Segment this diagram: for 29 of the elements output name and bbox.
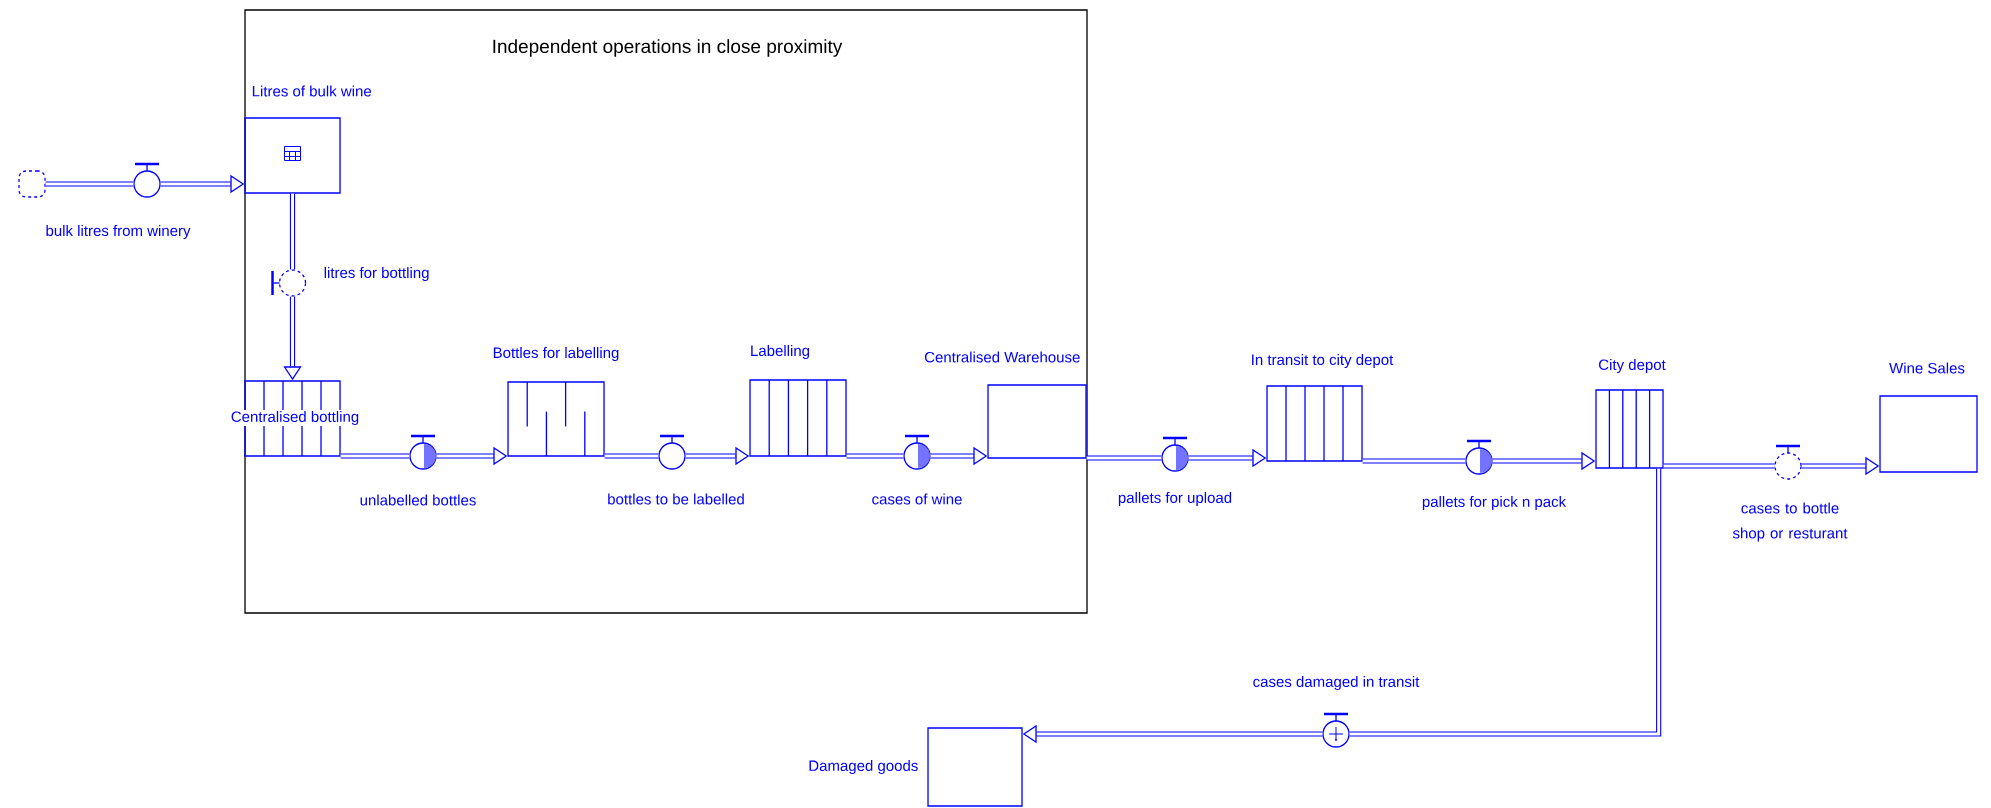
flow-pipe (45, 181, 134, 187)
flow-label: bulk litres from winery (46, 225, 191, 239)
frame-title: Independent operations in close proximity (493, 39, 843, 57)
stock-label: Centralised Warehouse (924, 351, 1080, 363)
flow-pipe (340, 453, 410, 459)
flow-pipe (1362, 458, 1466, 464)
stock-label: In transit to city depot (1252, 354, 1394, 368)
flow-label: cases damaged in transit (1253, 676, 1420, 690)
flow-label: pallets for pick n pack (1422, 496, 1567, 510)
flow-pipe (289, 193, 296, 270)
stock-label: Wine Sales (1889, 362, 1965, 374)
flow-pipe (1086, 455, 1162, 461)
flow-pipe (1349, 468, 1662, 737)
stock-label: Litres of bulk wine (252, 85, 371, 97)
stock-label: Bottles for labelling (493, 347, 619, 361)
flow-pipe (604, 453, 659, 459)
flow-label: cases to bottle shop or resturant (1732, 502, 1848, 542)
stock-label: Centralised bottling (229, 410, 361, 426)
flow-label: cases of wine (872, 493, 962, 505)
flow-label: pallets for upload (1118, 492, 1232, 506)
flow-pipe (1663, 463, 1775, 469)
stock-label: Labelling (751, 345, 810, 359)
stock-label: City depot (1599, 359, 1666, 373)
flow-label: litres for bottling (324, 267, 429, 281)
flow-pipe (846, 453, 904, 459)
stock-label: Damaged goods (809, 760, 918, 774)
cloud-symbol (18, 170, 46, 198)
flow-label: bottles to be labelled (608, 493, 744, 505)
flow-label: unlabelled bottles (360, 494, 476, 506)
